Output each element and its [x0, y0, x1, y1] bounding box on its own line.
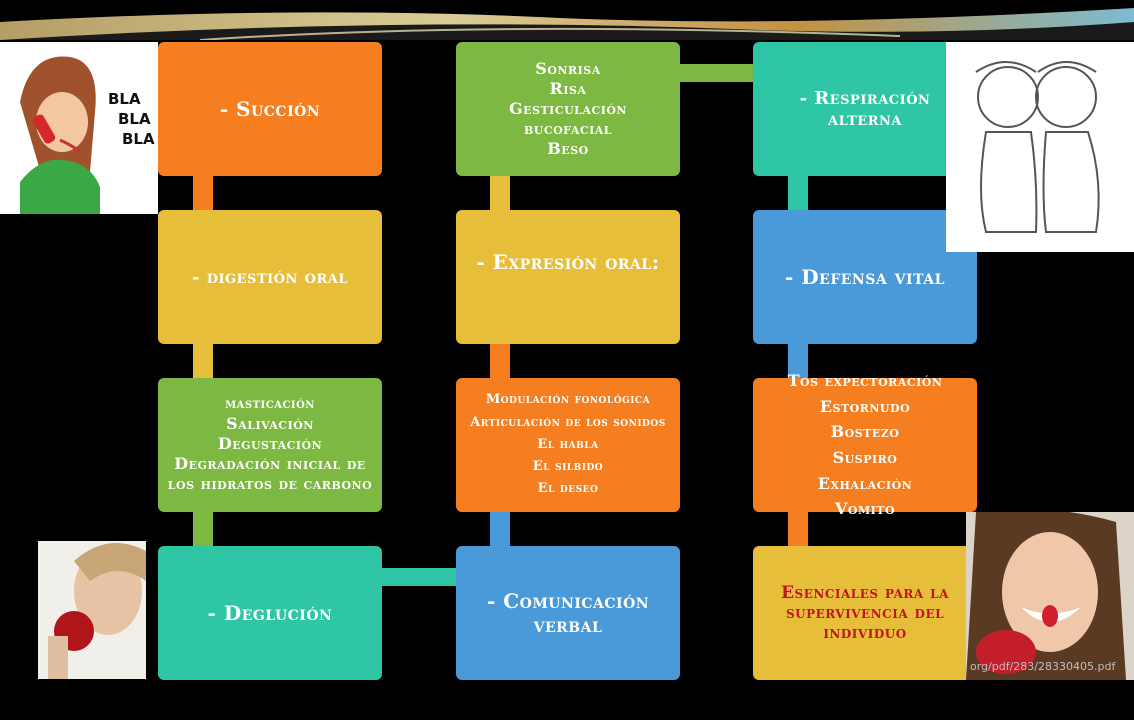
box-label: - Expresión oral: — [476, 250, 660, 274]
list-item: El silbido — [532, 459, 604, 475]
list-item: Sonrisa — [535, 59, 601, 78]
connector-c2-1 — [490, 174, 510, 210]
box-label: - digestión oral — [191, 266, 349, 288]
list-item: Gesticulación bucofacial — [509, 99, 627, 138]
decorative-header-band — [0, 0, 1134, 40]
connector-c1-c2 — [381, 568, 457, 586]
list-item: Degradación inicial de los hidratos de c… — [167, 453, 373, 493]
bubble-text: BLA — [108, 90, 141, 108]
box-label: Esenciales para la supervivencia del ind… — [781, 583, 949, 643]
list-item: Estornudo — [819, 396, 911, 416]
list-item: Beso — [547, 139, 589, 158]
box-digestion-list: masticación Salivación Degustación Degra… — [158, 378, 382, 512]
box-expresion-list: Modulación fonológica Articulación de lo… — [456, 378, 680, 512]
connector-c1-1 — [193, 174, 213, 210]
box-respiracion-alterna: - Respiración alterna — [753, 42, 977, 176]
connector-c3-3 — [788, 510, 808, 546]
box-label: - Respiración alterna — [799, 88, 931, 130]
list-item: El deseo — [537, 481, 599, 497]
box-esenciales: Esenciales para la supervivencia del ind… — [753, 546, 977, 680]
box-label: - Succión — [219, 97, 321, 121]
box-defensa-vital: - Defensa vital — [753, 210, 977, 344]
list-item: El habla — [537, 436, 599, 452]
woman-with-strawberry-image — [966, 512, 1134, 680]
connector-c3-2 — [788, 342, 808, 378]
list-item: Vomito — [834, 499, 896, 519]
bubble-text: BLA — [118, 110, 151, 128]
woman-eating-apple-image — [38, 541, 146, 679]
list-item: Suspiro — [832, 448, 898, 467]
box-comunicacion-verbal: - Comunicación verbal — [456, 546, 680, 680]
list-item: Articulación de los sonidos — [470, 414, 666, 430]
connector-c3-1 — [788, 174, 808, 210]
connector-c1-3 — [193, 510, 213, 546]
connector-c2-c3 — [679, 64, 755, 82]
connector-c2-3 — [490, 510, 510, 546]
kissing-kids-image — [946, 42, 1134, 252]
bubble-text: BLA — [122, 130, 155, 148]
box-expresion-oral: - Expresión oral: — [456, 210, 680, 344]
list-item: Bostezo — [830, 422, 900, 442]
connector-c1-2 — [193, 342, 213, 378]
box-label: - Comunicación verbal — [486, 589, 650, 637]
box-label: - Defensa vital — [785, 265, 945, 289]
girl-on-phone-image: BLA BLA BLA — [0, 42, 158, 214]
list-item: Salivación — [226, 413, 314, 433]
box-deglucion: - Deglución — [158, 546, 382, 680]
source-url: org/pdf/283/28330405.pdf — [970, 660, 1116, 673]
list-item: Exhalación — [817, 473, 913, 493]
list-item: Modulación fonológica — [485, 392, 651, 408]
box-succion: - Succión — [158, 42, 382, 176]
box-digestion-oral: - digestión oral — [158, 210, 382, 344]
list-item: masticación — [225, 396, 315, 413]
list-item: Tos expectoración — [787, 371, 943, 391]
box-defensa-list: Tos expectoración Estornudo Bostezo Susp… — [753, 371, 977, 518]
list-item: Degustación — [217, 433, 323, 453]
list-item: Risa — [549, 79, 587, 98]
connector-c2-2 — [490, 342, 510, 378]
box-gestos-list: Sonrisa Risa Gesticulación bucofacial Be… — [456, 42, 680, 176]
box-label: - Deglución — [207, 601, 333, 625]
